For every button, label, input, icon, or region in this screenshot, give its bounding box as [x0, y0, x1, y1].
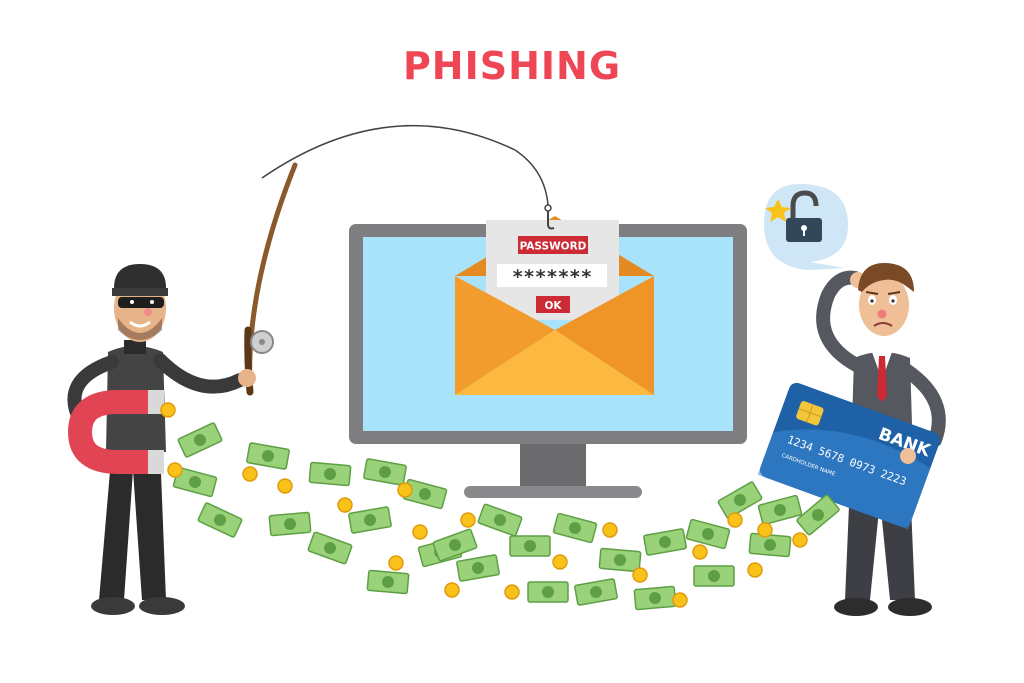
banknote-icon	[172, 466, 218, 498]
coin-icon	[460, 512, 476, 528]
banknote-icon	[598, 547, 642, 573]
thought-bubble	[764, 184, 848, 270]
banknote-icon	[643, 528, 687, 556]
coin-icon	[602, 522, 618, 538]
hook-icon	[544, 204, 552, 212]
banknote-icon	[527, 581, 569, 603]
password-label-bg	[518, 236, 588, 254]
banknote-icon	[552, 512, 598, 544]
banknote-icon	[509, 535, 551, 557]
coin-icon	[444, 582, 460, 598]
coin-icon	[632, 567, 648, 583]
coin-icon	[792, 532, 808, 548]
victim-hair	[858, 262, 914, 292]
hacker-right-shoe	[139, 597, 185, 615]
coin-icon	[167, 462, 183, 478]
banknote-icon	[757, 494, 803, 526]
coin-icon	[277, 478, 293, 494]
hacker-mask	[118, 297, 164, 308]
password-label: PASSWORD	[520, 241, 587, 253]
banknote-icon	[307, 531, 353, 565]
banknote-icon	[748, 532, 792, 558]
banknote-icon	[477, 503, 523, 537]
coin-icon	[747, 562, 763, 578]
envelope-icon: PASSWORD ******* OK	[455, 216, 654, 395]
banknote-icon	[685, 518, 731, 550]
coin-icon	[552, 554, 568, 570]
password-value: *******	[512, 266, 592, 288]
banknote-icon	[693, 565, 735, 587]
banknote-icon	[717, 481, 763, 519]
spark-icon	[765, 199, 791, 222]
banknote-icon	[456, 554, 500, 582]
victim-left-shoe	[834, 598, 878, 616]
coin-icon	[397, 482, 413, 498]
magnet-icon	[67, 390, 164, 474]
coin-icon	[504, 584, 520, 600]
coin-icon	[692, 544, 708, 560]
fishing-line	[261, 124, 555, 230]
hacker-character	[67, 264, 256, 615]
hacker-left-shoe	[91, 597, 135, 615]
victim-right-shoe	[888, 598, 932, 616]
page-title: PHISHING	[402, 44, 622, 88]
banknote-icon	[432, 528, 478, 562]
banknote-icon	[633, 585, 677, 611]
money-trail	[160, 402, 840, 611]
coin-icon	[242, 466, 258, 482]
credit-card: BANK 1234 5678 0973 2223 CARDHOLDER NAME	[757, 382, 941, 530]
coin-icon	[727, 512, 743, 528]
banknote-icon	[363, 458, 407, 486]
banknote-icon	[796, 494, 840, 536]
coin-icon	[757, 522, 773, 538]
coin-icon	[160, 402, 176, 418]
ok-button-bg	[536, 296, 570, 313]
unlocked-padlock-icon	[786, 190, 822, 242]
coin-icon	[412, 524, 428, 540]
banknote-icon	[348, 506, 392, 534]
banknote-icon	[197, 502, 243, 538]
banknote-icon	[308, 461, 352, 487]
coin-icon	[672, 592, 688, 608]
banknote-icon	[246, 442, 290, 470]
banknote-icon	[177, 422, 223, 458]
fishing-rod-icon	[244, 162, 298, 396]
banknote-icon	[366, 569, 410, 595]
necktie	[877, 356, 887, 402]
coin-icon	[388, 555, 404, 571]
banknote-icon	[574, 578, 618, 606]
ok-button: OK	[544, 300, 562, 312]
coin-icon	[337, 497, 353, 513]
password-input	[497, 264, 607, 287]
banknote-icon	[268, 511, 312, 537]
